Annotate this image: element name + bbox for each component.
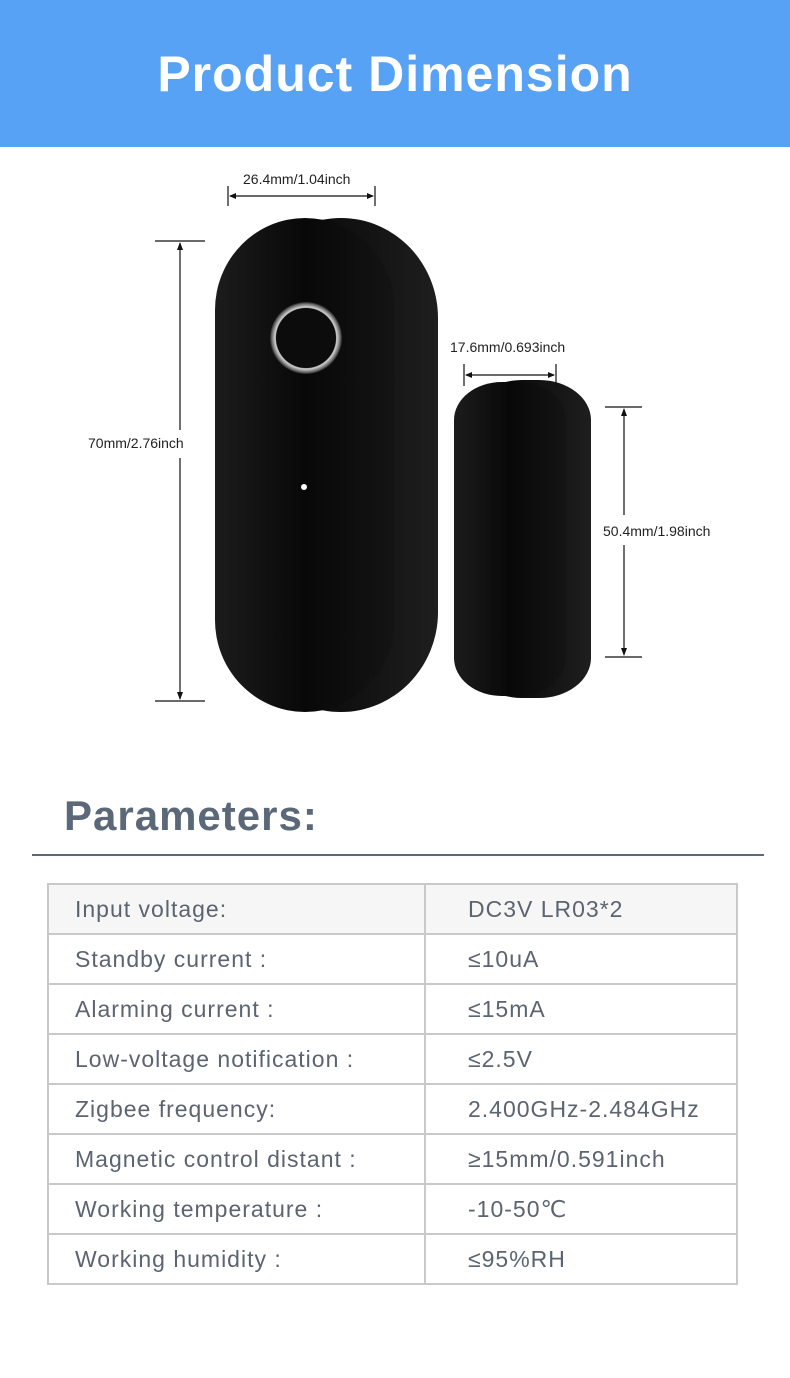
parameter-value: ≥15mm/0.591inch xyxy=(424,1133,738,1185)
magnet-device xyxy=(454,380,591,698)
sensor-width-label: 26.4mm/1.04inch xyxy=(243,171,351,187)
parameter-label: Working temperature : xyxy=(47,1183,426,1235)
indicator-light xyxy=(301,484,307,490)
table-row: Standby current :≤10uA xyxy=(47,933,738,985)
sensor-width-measure xyxy=(227,186,376,206)
sensor-height-measure xyxy=(155,240,205,702)
parameter-value: ≤2.5V xyxy=(424,1033,738,1085)
magnet-height-measure xyxy=(605,406,642,658)
parameter-value: ≤15mA xyxy=(424,983,738,1035)
parameter-label: Standby current : xyxy=(47,933,426,985)
parameter-value: 2.400GHz-2.484GHz xyxy=(424,1083,738,1135)
parameter-value: DC3V LR03*2 xyxy=(424,883,738,935)
table-row: Zigbee frequency:2.400GHz-2.484GHz xyxy=(47,1083,738,1135)
parameter-label: Magnetic control distant : xyxy=(47,1133,426,1185)
dimension-diagram xyxy=(155,186,642,712)
table-row: Alarming current :≤15mA xyxy=(47,983,738,1035)
sensor-device xyxy=(215,218,438,712)
sensor-height-label: 70mm/2.76inch xyxy=(88,435,184,451)
title-banner: Product Dimension xyxy=(0,0,790,147)
parameter-value: -10-50℃ xyxy=(424,1183,738,1235)
parameter-label: Alarming current : xyxy=(47,983,426,1035)
table-row: Low-voltage notification :≤2.5V xyxy=(47,1033,738,1085)
parameter-label: Low-voltage notification : xyxy=(47,1033,426,1085)
parameters-heading: Parameters: xyxy=(64,792,318,839)
magnet-width-measure xyxy=(463,364,557,386)
parameter-label: Input voltage: xyxy=(47,883,426,935)
parameter-value: ≤95%RH xyxy=(424,1233,738,1285)
dimension-illustration: 26.4mm/1.04inch 70mm/2.76inch 17.6mm/0.6… xyxy=(0,147,790,767)
magnet-width-label: 17.6mm/0.693inch xyxy=(450,339,566,355)
banner-title: Product Dimension xyxy=(157,46,633,102)
table-row: Magnetic control distant :≥15mm/0.591inc… xyxy=(47,1133,738,1185)
table-row: Input voltage:DC3V LR03*2 xyxy=(47,883,738,935)
parameter-value: ≤10uA xyxy=(424,933,738,985)
parameter-label: Working humidity : xyxy=(47,1233,426,1285)
table-row: Working humidity :≤95%RH xyxy=(47,1233,738,1285)
table-row: Working temperature :-10-50℃ xyxy=(47,1183,738,1235)
parameter-label: Zigbee frequency: xyxy=(47,1083,426,1135)
heading-divider xyxy=(32,854,764,856)
magnet-height-label: 50.4mm/1.98inch xyxy=(603,523,711,539)
